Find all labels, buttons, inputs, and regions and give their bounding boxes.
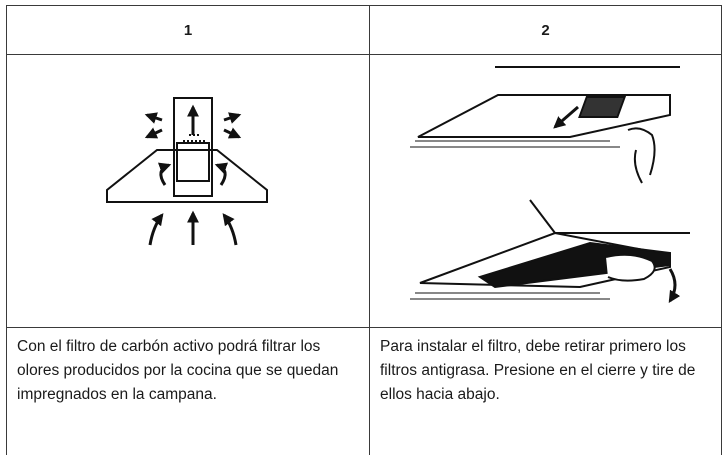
illustration-cell-1 (6, 54, 370, 328)
latch-shape (578, 96, 627, 118)
press-arrow (553, 105, 579, 129)
description-cell-1: Con el filtro de carbón activo podrá fil… (6, 327, 370, 455)
step-number-1: 1 (6, 5, 370, 55)
chimney-shape (173, 97, 213, 197)
description-cell-2: Para instalar el filtro, debe retirar pr… (369, 327, 722, 455)
hand-top (627, 127, 656, 184)
illustration-cell-2 (369, 54, 722, 328)
illustration-row (6, 54, 722, 328)
description-2: Para instalar el filtro, debe retirar pr… (380, 338, 696, 403)
filter-removal-icon (410, 66, 690, 304)
filter-box (176, 142, 210, 182)
pull-arrow (668, 268, 681, 304)
hand-bottom (605, 253, 656, 282)
description-1: Con el filtro de carbón activo podrá fil… (17, 338, 339, 403)
range-hood-airflow-icon (106, 97, 268, 246)
instruction-table: 1 2 (6, 5, 722, 455)
hood-top-panel (417, 94, 671, 138)
header-row: 1 2 (6, 5, 722, 55)
text-row: Con el filtro de carbón activo podrá fil… (6, 327, 722, 455)
hood-shape (106, 149, 268, 203)
step-number-2: 2 (369, 5, 722, 55)
